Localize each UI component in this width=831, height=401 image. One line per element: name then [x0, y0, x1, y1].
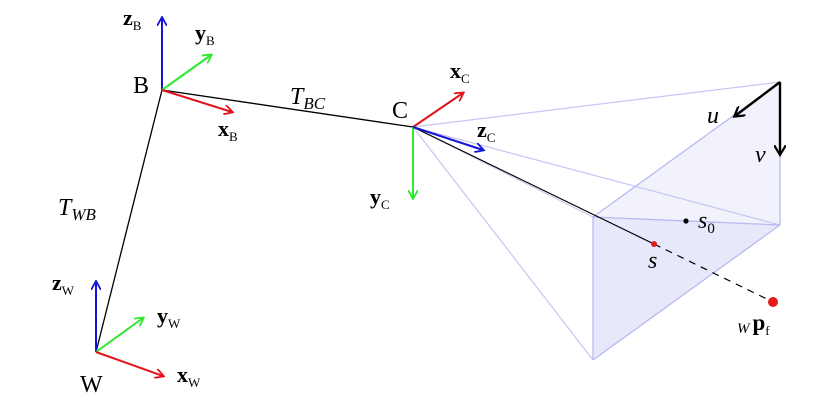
body-frame: [162, 18, 232, 112]
camera-x-axis: [412, 93, 463, 128]
camera-ray-dashed: [653, 243, 774, 303]
frustum-edge: [412, 126, 594, 361]
image-plane-side-bottom: [593, 217, 780, 360]
u-axis-label: u: [707, 103, 719, 129]
body-x-label: xB: [218, 116, 238, 144]
camera-z-label: zC: [477, 117, 495, 145]
camera-origin-label: C: [392, 98, 408, 124]
transform-world-body-label: TWB: [58, 195, 97, 224]
camera-ray-solid: [412, 126, 655, 245]
world-z-label: zW: [52, 270, 75, 298]
body-z-label: zB: [123, 5, 142, 33]
world-y-axis: [95, 318, 143, 353]
world-y-label: yW: [157, 303, 181, 331]
transform-world-body-line: [95, 89, 163, 353]
world-x-axis: [95, 351, 163, 376]
camera-frame: [413, 93, 483, 198]
projection-point-label: s: [648, 248, 657, 274]
u-axis-arrow: [735, 81, 781, 116]
camera-frustum: [412, 81, 781, 361]
principal-point-s0: [683, 218, 689, 224]
feature-point: [768, 297, 778, 307]
v-axis-label: v: [755, 142, 766, 168]
image-plane-edge: [592, 224, 781, 361]
world-x-label: xW: [177, 362, 201, 390]
camera-y-label: yC: [370, 184, 390, 212]
transform-body-camera-line: [161, 89, 414, 128]
principal-point-label: s0: [698, 208, 715, 237]
camera-x-label: xC: [450, 58, 470, 86]
projection-point-s: [651, 241, 657, 247]
body-y-label: yB: [195, 20, 215, 48]
camera-z-axis: [412, 126, 483, 150]
transform-body-camera-label: TBC: [290, 84, 326, 113]
frustum-edge: [412, 81, 781, 128]
pixel-axes: [735, 81, 781, 154]
body-y-axis: [161, 55, 211, 91]
body-origin-label: B: [133, 73, 149, 99]
world-origin-label: W: [80, 372, 103, 398]
body-x-axis: [161, 89, 232, 112]
world-frame: [96, 282, 163, 376]
